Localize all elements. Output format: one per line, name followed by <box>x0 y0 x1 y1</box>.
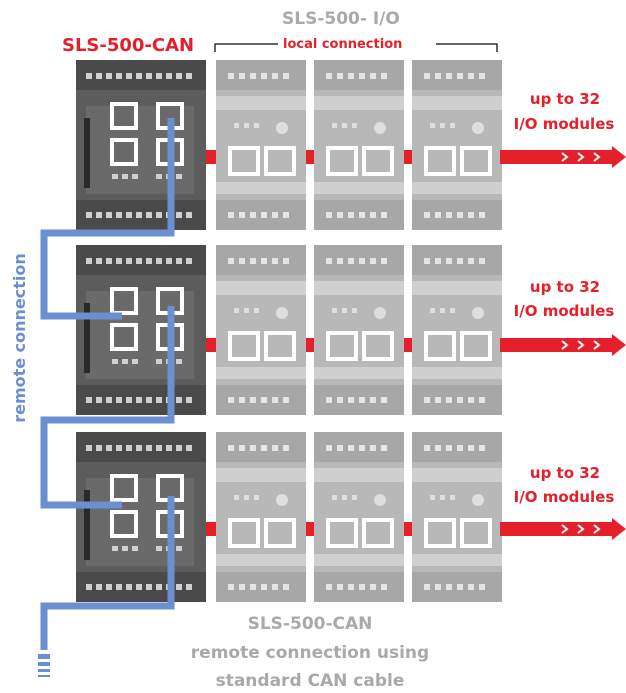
local-connection-bracket <box>214 43 498 52</box>
footer-line3: standard CAN cable <box>215 671 405 691</box>
row1-bus-arrow <box>499 145 626 169</box>
row1-caption-modules: I/O modules <box>513 115 615 133</box>
row2-can-module <box>76 245 206 415</box>
row3-local-bus <box>206 522 412 536</box>
row2-local-bus <box>206 338 412 352</box>
cable-end-dashes <box>38 654 50 677</box>
local-connection-label: local connection <box>283 37 403 52</box>
row3-caption-modules: I/O modules <box>513 488 615 506</box>
row1-can-module <box>76 60 206 230</box>
row2-caption-count: up to 32 <box>529 278 601 296</box>
row3-can-module <box>76 432 206 602</box>
row2-caption-modules: I/O modules <box>513 302 615 320</box>
cable-row3-out <box>40 496 175 650</box>
io-module-title: SLS-500- I/O <box>282 9 400 29</box>
row2-io-module-1 <box>216 245 306 415</box>
row3-caption-count: up to 32 <box>529 464 601 482</box>
row1-io-module-1 <box>216 60 306 230</box>
footer-line2: remote connection using <box>190 643 430 663</box>
row3-io-module-1 <box>216 432 306 602</box>
row2-bus-arrow <box>499 333 626 357</box>
row1-local-bus <box>206 150 412 164</box>
cable-row2-to-row3 <box>40 306 175 509</box>
row1-caption-count: up to 32 <box>529 90 601 108</box>
row1 <box>76 60 626 230</box>
can-module-title: SLS-500-CAN <box>62 35 195 56</box>
row1-io-module-3 <box>412 60 502 230</box>
row2 <box>76 245 626 415</box>
row3-io-module-2 <box>314 432 404 602</box>
can-cable <box>40 118 175 650</box>
row2-io-module-2 <box>314 245 404 415</box>
row3 <box>76 432 626 602</box>
row3-bus-arrow <box>499 517 626 541</box>
footer-line1: SLS-500-CAN <box>247 614 373 634</box>
row2-io-module-3 <box>412 245 502 415</box>
cable-row1-to-row2 <box>40 118 175 320</box>
row3-io-module-3 <box>412 432 502 602</box>
row1-io-module-2 <box>314 60 404 230</box>
